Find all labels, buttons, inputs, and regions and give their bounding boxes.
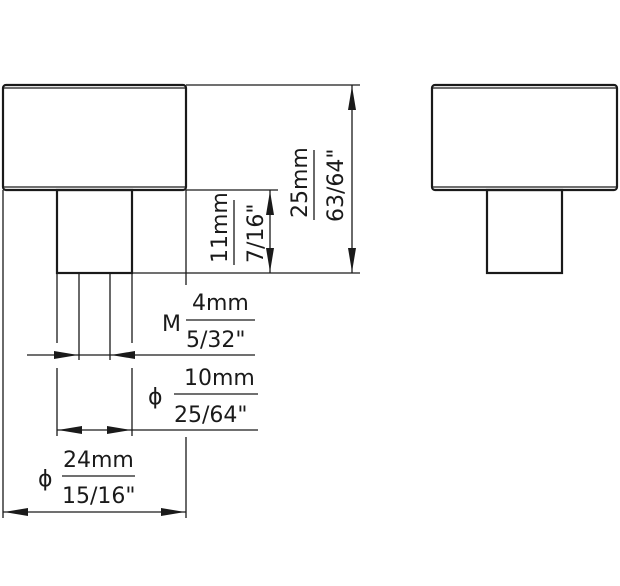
knob-stem (55, 188, 134, 275)
body-diameter-inch-label: 15/16" (62, 484, 136, 509)
side-view (430, 83, 619, 275)
stem-height-inch-label: 7/16" (244, 203, 269, 263)
extension-lines (2, 84, 360, 518)
dimension-stem-diameter: ϕ 10mm 25/64" (57, 366, 258, 434)
stem-diameter-mm-label: 10mm (184, 366, 255, 391)
dimension-total-height: 25mm 63/64" (288, 85, 356, 273)
knob-body (1, 83, 188, 192)
knob-body-side (430, 83, 619, 192)
height-inch-label: 63/64" (324, 148, 349, 222)
knob-stem-side (485, 188, 564, 275)
stem-diameter-symbol: ϕ (148, 385, 163, 410)
thread-mm-label: 4mm (192, 291, 249, 316)
dimension-thread: M 4mm 5/32" (27, 291, 255, 359)
body-diameter-mm-label: 24mm (63, 448, 134, 473)
stem-height-mm-label: 11mm (208, 192, 233, 263)
body-diameter-symbol: ϕ (38, 467, 53, 492)
height-mm-label: 25mm (288, 147, 313, 218)
stem-diameter-inch-label: 25/64" (174, 403, 248, 428)
front-view (1, 83, 188, 275)
thread-inch-label: 5/32" (186, 328, 246, 353)
dimension-stem-height: 11mm 7/16" (208, 190, 274, 273)
dimension-body-diameter: ϕ 24mm 15/16" (3, 448, 186, 516)
thread-prefix: M (162, 312, 181, 337)
